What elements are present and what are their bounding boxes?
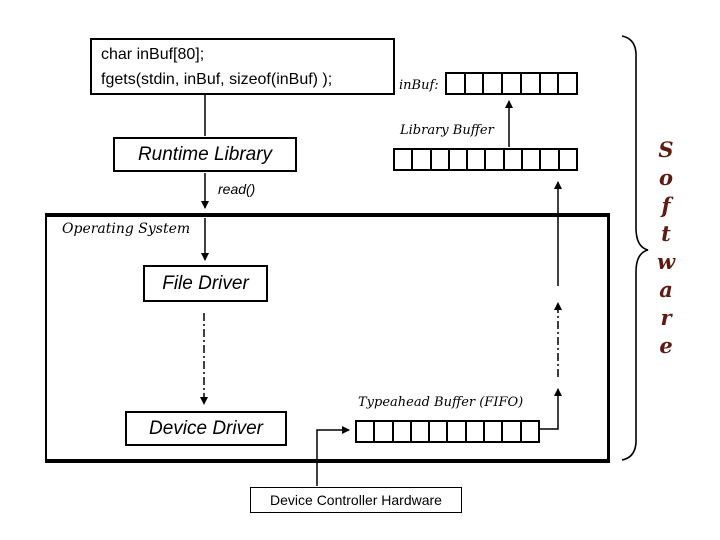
inbuf-buffer bbox=[445, 72, 578, 95]
read-call-label: read() bbox=[218, 181, 256, 197]
operating-system-label: Operating System bbox=[62, 221, 191, 237]
buffer-cell bbox=[357, 422, 376, 441]
buffer-cell bbox=[468, 150, 487, 169]
buffer-cell bbox=[411, 422, 431, 441]
code-line-1: char inBuf[80]; bbox=[101, 46, 205, 63]
device-controller-label: Device Controller Hardware bbox=[270, 492, 442, 508]
device-driver-box: Device Driver bbox=[125, 411, 287, 446]
runtime-library-label: Runtime Library bbox=[137, 143, 273, 165]
code-line-2: fgets(stdin, inBuf, sizeof(inBuf) ); bbox=[101, 71, 333, 88]
typeahead-buffer-label: Typeahead Buffer (FIFO) bbox=[358, 395, 524, 410]
device-driver-label: Device Driver bbox=[148, 417, 264, 439]
buffer-cell bbox=[375, 422, 394, 441]
buffer-cell bbox=[431, 150, 450, 169]
software-letter: t bbox=[661, 221, 671, 246]
buffer-cell bbox=[559, 74, 577, 93]
buffer-cell bbox=[541, 150, 560, 169]
inbuf-label: inBuf: bbox=[399, 78, 439, 93]
buffer-cell bbox=[466, 422, 486, 441]
buffer-cell bbox=[523, 150, 542, 169]
buffer-cell bbox=[430, 422, 449, 441]
buffer-cell bbox=[447, 74, 466, 93]
buffer-cell bbox=[503, 422, 522, 441]
file-driver-label: File Driver bbox=[162, 272, 249, 294]
buffer-cell bbox=[393, 422, 412, 441]
file-driver-box: File Driver bbox=[143, 265, 268, 302]
device-controller-box: Device Controller Hardware bbox=[250, 487, 462, 513]
buffer-cell bbox=[485, 422, 504, 441]
typeahead-buffer bbox=[355, 420, 540, 443]
buffer-cell bbox=[448, 422, 467, 441]
buffer-cell bbox=[484, 74, 504, 93]
buffer-cell bbox=[449, 150, 469, 169]
buffer-cell bbox=[540, 74, 560, 93]
software-letter: S bbox=[658, 137, 674, 162]
buffer-cell bbox=[465, 74, 485, 93]
buffer-cell bbox=[521, 74, 541, 93]
buffer-cell bbox=[503, 74, 522, 93]
buffer-cell bbox=[413, 150, 432, 169]
software-letter: a bbox=[659, 277, 673, 302]
buffer-cell bbox=[521, 422, 538, 441]
software-letter: o bbox=[658, 165, 673, 190]
runtime-library-box: Runtime Library bbox=[113, 137, 297, 172]
software-letter: w bbox=[656, 249, 676, 274]
buffer-cell bbox=[395, 150, 414, 169]
buffer-cell bbox=[486, 150, 505, 169]
software-letter: e bbox=[659, 333, 673, 358]
library-buffer-label: Library Buffer bbox=[400, 123, 494, 138]
software-brace bbox=[621, 35, 649, 461]
source-code-box: char inBuf[80]; fgets(stdin, inBuf, size… bbox=[90, 38, 395, 95]
software-letter: f bbox=[661, 193, 671, 218]
buffer-cell bbox=[504, 150, 524, 169]
software-letter: r bbox=[660, 305, 672, 330]
library-buffer bbox=[393, 148, 578, 171]
buffer-cell bbox=[559, 150, 576, 169]
